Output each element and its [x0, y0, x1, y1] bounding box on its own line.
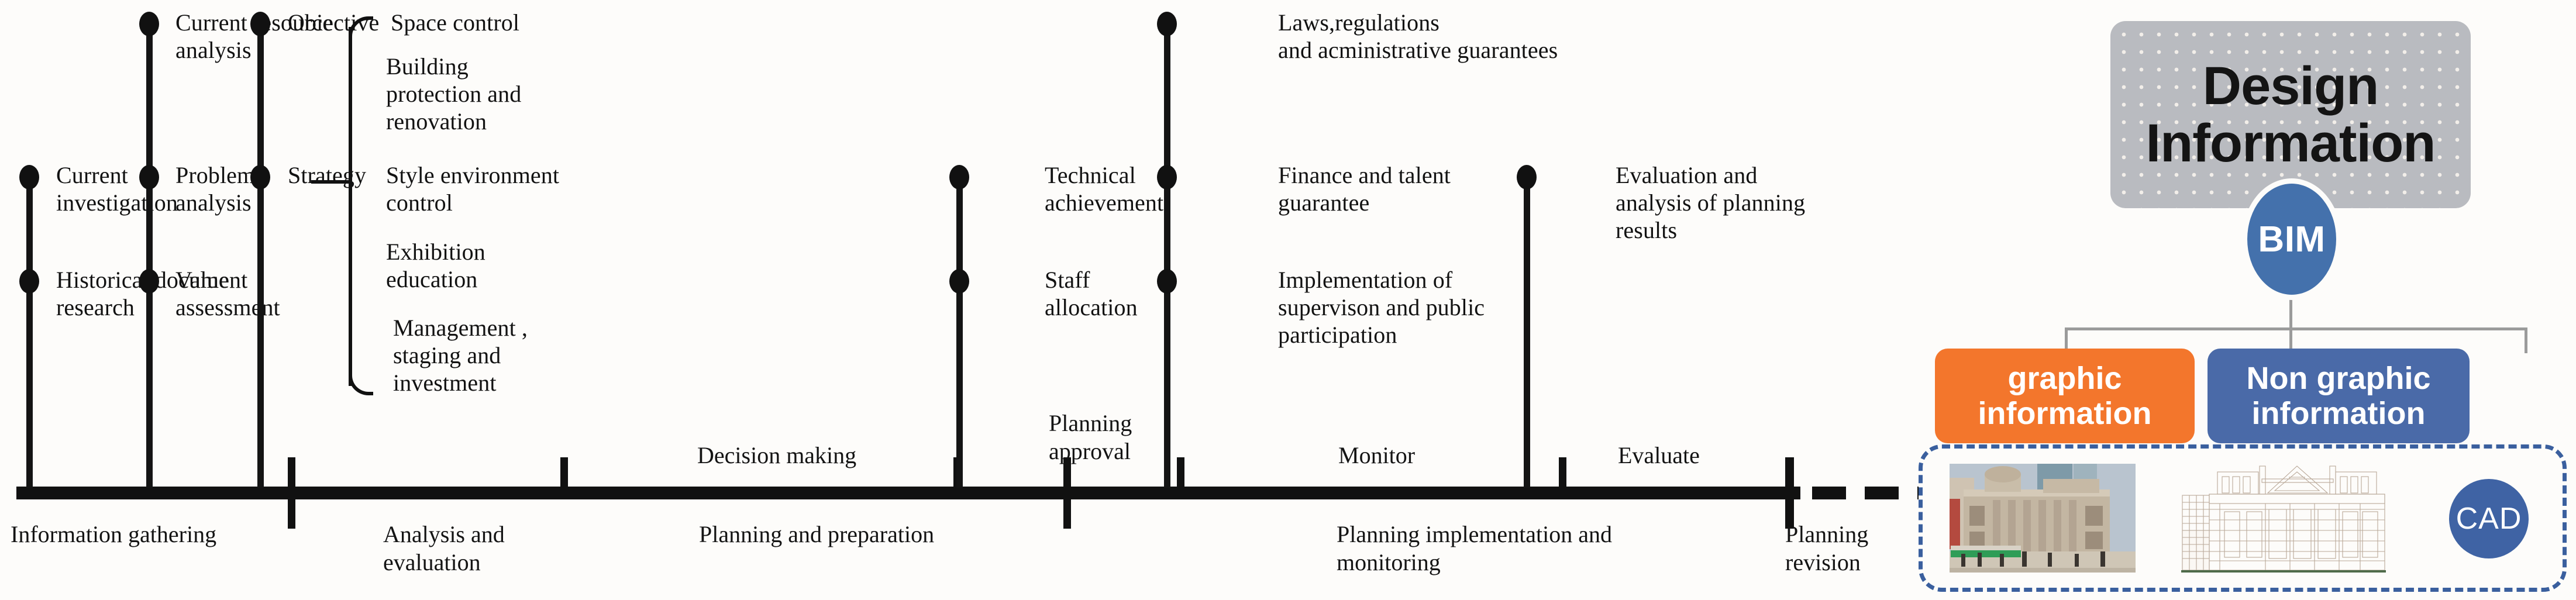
axis-tick-7	[1785, 457, 1794, 529]
milestone-stem-objective	[257, 23, 264, 488]
timeline-axis-dash-1	[1812, 487, 1846, 499]
phase-label-information-gathering: Information gathering	[11, 521, 217, 547]
bim-panel: Design Information BIM graphic informati…	[1919, 0, 2576, 600]
branch-label-style-environment-control: Style environment control	[386, 162, 560, 216]
strategy-bracket	[311, 16, 385, 395]
milestone-label-historical-document-research: Historical document research	[56, 267, 248, 321]
graphic-information-chip[interactable]: graphic information	[1935, 349, 2195, 443]
branch-label-exhibition-education: Exhibition education	[386, 239, 485, 293]
non-graphic-information-label: Non graphic information	[2246, 360, 2431, 431]
timeline-axis	[16, 487, 1800, 499]
artifacts-dashed-panel: CAD	[1919, 444, 2567, 592]
milestone-label-value-assessment: Value assessment	[175, 267, 280, 321]
milestone-dot-technical-achievement[interactable]	[949, 165, 969, 189]
milestone-dot-laws-regulations[interactable]	[1157, 12, 1177, 36]
milestone-label-implementation-supervision: Implementation of supervison and public …	[1278, 267, 1485, 349]
branch-label-building-protection-renovation: Building protection and renovation	[386, 53, 522, 135]
milestone-label-current-resource-analysis: Current resource analysis	[175, 9, 333, 64]
design-information-box: Design Information	[2110, 21, 2471, 208]
non-graphic-information-chip[interactable]: Non graphic information	[2207, 349, 2470, 443]
historic-building-photo	[1950, 464, 2136, 573]
milestone-label-evaluation-analysis: Evaluation and analysis of planning resu…	[1616, 162, 1806, 244]
cad-elevation-drawing	[2181, 465, 2386, 573]
milestone-label-staff-allocation: Staff allocation	[1045, 267, 1138, 321]
axis-label-planning-approval: Planning approval	[1049, 410, 1132, 464]
phase-label-analysis-and-evaluation: Analysis and evaluation	[383, 521, 505, 575]
milestone-dot-current-resource-analysis[interactable]	[139, 12, 159, 36]
milestone-label-problem-analysis: Problem analysis	[175, 162, 256, 216]
design-information-label: Design Information	[2145, 56, 2436, 173]
milestone-stem-evaluation-analysis	[1524, 175, 1530, 488]
milestone-dot-current-investigation[interactable]	[19, 165, 39, 189]
branch-label-management-staging-investment: Management , staging and investment	[393, 315, 528, 396]
axis-tick-2	[560, 457, 568, 498]
milestone-label-finance-talent-guarantee: Finance and talent guarantee	[1278, 162, 1451, 216]
axis-tick-1	[288, 457, 295, 529]
axis-label-monitor: Monitor	[1338, 442, 1416, 468]
milestone-stem-laws-regulations	[1164, 23, 1170, 488]
milestone-stem-technical-achievement	[956, 175, 963, 488]
bracket-top-cap	[349, 16, 373, 42]
milestone-dot-finance-talent-guarantee[interactable]	[1157, 165, 1177, 189]
bim-node[interactable]: BIM	[2247, 184, 2336, 295]
milestone-label-strategy: Strategy	[288, 162, 367, 188]
milestone-dot-value-assessment[interactable]	[139, 269, 159, 294]
axis-label-decision-making: Decision making	[697, 442, 857, 468]
milestone-stem-current-resource-analysis	[146, 23, 153, 488]
phase-label-planning-revision: Planning revision	[1785, 521, 1869, 575]
phase-label-planning-implementation-monitoring: Planning implementation and monitoring	[1337, 521, 1613, 575]
connector-bim-to-split	[2289, 234, 2292, 373]
milestone-dot-problem-analysis[interactable]	[139, 165, 159, 189]
axis-label-evaluate: Evaluate	[1618, 442, 1700, 468]
milestone-label-laws-regulations: Laws,regulations and acministrative guar…	[1278, 9, 1558, 64]
milestone-label-technical-achievement: Technical achievement	[1045, 162, 1164, 216]
connector-horizontal-split	[2065, 327, 2527, 330]
milestone-dot-strategy[interactable]	[250, 165, 270, 189]
bracket-bottom-cap	[349, 370, 373, 395]
cad-badge[interactable]: CAD	[2449, 479, 2529, 558]
connector-to-non-graphic	[2525, 327, 2527, 353]
phase-label-planning-and-preparation: Planning and preparation	[699, 521, 935, 547]
milestone-dot-implementation-supervision[interactable]	[1157, 269, 1177, 294]
connector-to-graphic	[2065, 327, 2068, 353]
graphic-information-label: graphic information	[1978, 360, 2152, 431]
bracket-arm	[311, 180, 349, 184]
bracket-spine	[349, 27, 352, 386]
axis-tick-4	[1063, 457, 1071, 529]
timeline-axis-dash-2	[1865, 487, 1899, 499]
axis-tick-6	[1559, 457, 1566, 498]
axis-tick-5	[1177, 457, 1184, 498]
milestone-dot-historical-document-research[interactable]	[19, 269, 39, 294]
milestone-dot-staff-allocation[interactable]	[949, 269, 969, 294]
cad-badge-label: CAD	[2456, 502, 2522, 536]
branch-label-space-control: Space control	[391, 9, 520, 36]
milestone-label-current-investigation: Current investigation	[56, 162, 178, 216]
milestone-dot-evaluation-analysis[interactable]	[1517, 165, 1537, 189]
bim-node-label: BIM	[2258, 219, 2326, 260]
milestone-dot-objective[interactable]	[250, 12, 270, 36]
milestone-stem-current-investigation	[26, 175, 33, 488]
